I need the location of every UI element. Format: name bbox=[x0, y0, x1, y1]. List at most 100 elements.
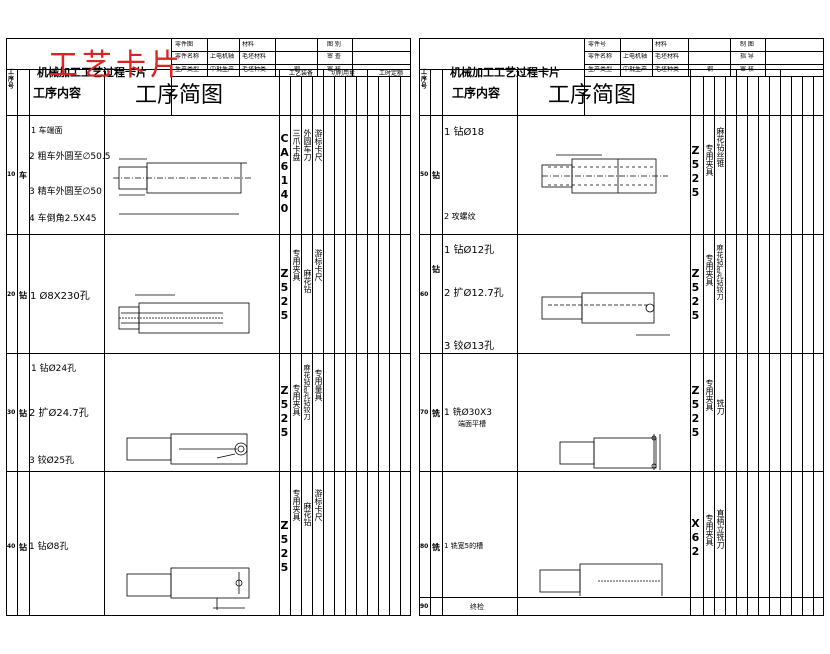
right-row60-fixture: 专用夹具 bbox=[705, 254, 714, 286]
right-row80-no: 80 bbox=[420, 543, 429, 550]
left-row20-type: 钻 bbox=[19, 291, 27, 300]
left-row20-gauge: 游标卡尺 bbox=[314, 249, 323, 281]
left-row20-machine: Z525 bbox=[278, 267, 291, 323]
right-row60-step1: 1 钻Ø12孔 bbox=[444, 245, 495, 256]
hdr-material: 材料 bbox=[242, 41, 255, 48]
left-row40-fixture: 专用夹具 bbox=[292, 489, 301, 521]
left-process-card: 机械加工工艺过程卡片 零件图 材料 图 别 零件名称 上电机轴 毛坯材料 审 查… bbox=[6, 38, 411, 616]
rhdr-blank-type-value: 钢 bbox=[707, 66, 714, 73]
left-row10-step1: 1 车端面 bbox=[31, 126, 63, 135]
left-row10-sketch bbox=[113, 158, 253, 215]
rhdr-guide: 指 导 bbox=[740, 53, 754, 60]
left-row40-no: 40 bbox=[7, 543, 16, 550]
right-col-seq: 工序号 bbox=[421, 69, 428, 90]
left-col-time: 工时定额 bbox=[379, 70, 404, 77]
right-row60-no: 60 bbox=[420, 291, 429, 298]
right-row60-type: 钻 bbox=[432, 265, 440, 274]
right-row50-step2: 2 攻螺纹 bbox=[444, 212, 476, 221]
right-row50-no: 50 bbox=[420, 171, 429, 178]
left-row10-step3: 3 精车外圆至∅50 bbox=[29, 187, 102, 197]
right-row70-fixture: 专用夹具 bbox=[705, 379, 714, 411]
rhdr-prod-type: 生产类型 bbox=[588, 66, 613, 73]
left-row10-step2: 2 粗车外圆至∅50.5 bbox=[29, 152, 111, 162]
left-row30-gauge: 专用量具 bbox=[314, 369, 323, 401]
left-row20-fixture: 专用夹具 bbox=[292, 249, 301, 281]
rhdr-approve: 审 核 bbox=[740, 66, 754, 73]
right-row50-step1: 1 钻Ø18 bbox=[444, 127, 485, 138]
left-row30-tool: 麻花钻扩孔钻铰刀 bbox=[303, 364, 311, 420]
rhdr-material: 材料 bbox=[655, 41, 668, 48]
left-row30-no: 30 bbox=[7, 409, 16, 416]
left-row40-machine: Z525 bbox=[278, 519, 291, 575]
hdr-prod-type-value: 中批生产 bbox=[210, 66, 235, 73]
left-row10-no: 10 bbox=[7, 171, 16, 178]
left-col-sketch: 工序简图 bbox=[135, 83, 224, 108]
right-row60-sketch bbox=[541, 292, 670, 336]
right-row70-step2: 端面平槽 bbox=[458, 420, 486, 428]
rhdr-blank-material: 毛坯材料 bbox=[655, 53, 680, 60]
left-row30-step1: 1 钻Ø24孔 bbox=[31, 364, 77, 374]
left-row20-tool: 麻花钻 bbox=[303, 269, 312, 293]
left-row30-fixture: 专用夹具 bbox=[292, 384, 301, 416]
right-row60-machine: Z525 bbox=[689, 267, 702, 323]
hdr-part-name: 零件名称 bbox=[175, 53, 200, 60]
right-process-card: 机械加工工艺过程卡片 零件号 材料 制 图 零件名称 上电机轴 毛坯材料 指 导… bbox=[419, 38, 824, 616]
left-row30-type: 钻 bbox=[19, 409, 27, 418]
right-row60-step2: 2 扩Ø12.7孔 bbox=[444, 288, 504, 299]
right-row70-tool: 铣刀 bbox=[716, 399, 725, 415]
right-row50-tool: 麻花钻丝锥 bbox=[716, 127, 725, 167]
rhdr-part-name-value: 上电机轴 bbox=[623, 53, 648, 60]
left-row40-sketch bbox=[126, 567, 250, 610]
right-row50-fixture: 专用夹具 bbox=[705, 144, 714, 176]
right-row80-type: 铣 bbox=[432, 543, 440, 552]
left-col-content: 工序内容 bbox=[33, 86, 82, 100]
left-row40-gauge: 游标卡尺 bbox=[314, 489, 323, 521]
right-row80-fixture: 专用夹具 bbox=[705, 514, 714, 546]
left-row20-sketch bbox=[118, 294, 250, 334]
rhdr-drawing: 制 图 bbox=[740, 41, 754, 48]
left-col-seq: 工序号 bbox=[8, 69, 15, 90]
left-row30-machine: Z525 bbox=[278, 384, 291, 440]
right-row70-type: 铣 bbox=[432, 409, 440, 418]
left-row40-step1: 1 钻Ø8孔 bbox=[29, 542, 69, 552]
left-row10-type: 车 bbox=[19, 171, 27, 180]
right-row70-sketch bbox=[559, 434, 661, 470]
left-row10-step4: 4 车倒角2.5X45 bbox=[29, 214, 97, 224]
hdr-review: 审 查 bbox=[327, 53, 341, 60]
right-row80-step1: 1 铣宽5的槽 bbox=[444, 542, 484, 550]
hdr-part-drawing: 零件图 bbox=[175, 41, 194, 48]
left-row20-no: 20 bbox=[7, 291, 16, 298]
right-row70-step1: 1 铣Ø30X3 bbox=[444, 408, 493, 418]
hdr-blank-type: 毛坯种类 bbox=[242, 66, 267, 73]
left-col-cut: 切削用量 bbox=[331, 70, 356, 77]
right-card-header: 机械加工工艺过程卡片 零件号 材料 制 图 零件名称 上电机轴 毛坯材料 指 导… bbox=[420, 39, 823, 116]
hdr-part-name-value: 上电机轴 bbox=[210, 53, 235, 60]
right-row80-tool: 直柄立铣刀 bbox=[716, 509, 725, 549]
right-row70-no: 70 bbox=[420, 409, 429, 416]
left-row10-fixture: 三爪卡盘 bbox=[292, 129, 301, 161]
left-row30-step2: 2 扩Ø24.7孔 bbox=[29, 408, 89, 419]
right-row70-machine: Z525 bbox=[689, 384, 702, 440]
right-col-sketch: 工序简图 bbox=[548, 83, 637, 108]
right-row60-tool: 麻花钻扩孔钻铰刀 bbox=[716, 244, 724, 300]
right-col-content: 工序内容 bbox=[452, 86, 501, 100]
right-row90-no: 90 bbox=[420, 603, 429, 610]
right-row60-step3: 3 铰Ø13孔 bbox=[444, 341, 495, 352]
left-col-equip: 工艺装备 bbox=[289, 70, 314, 77]
hdr-drawing: 图 别 bbox=[327, 41, 341, 48]
rhdr-part-no: 零件号 bbox=[588, 41, 607, 48]
left-row20-step1: 1 Ø8X230孔 bbox=[30, 291, 90, 302]
stamp-text: 工艺卡片 bbox=[48, 48, 184, 83]
rhdr-blank-type: 毛坯种类 bbox=[655, 66, 680, 73]
right-row50-machine: Z525 bbox=[689, 144, 702, 200]
right-row80-machine: X62 bbox=[689, 517, 702, 559]
rhdr-part-name: 零件名称 bbox=[588, 53, 613, 60]
left-row40-tool: 麻花钻 bbox=[303, 502, 312, 526]
left-row40-type: 钻 bbox=[19, 543, 27, 552]
left-row10-gauge: 游标卡尺 bbox=[314, 129, 323, 161]
right-row80-sketch bbox=[539, 563, 663, 596]
left-row10-tool: 外圆车刀 bbox=[303, 129, 312, 161]
right-row90-step1: 终检 bbox=[470, 603, 484, 611]
right-row50-type: 钻 bbox=[432, 171, 440, 180]
left-row30-sketch bbox=[126, 433, 248, 465]
